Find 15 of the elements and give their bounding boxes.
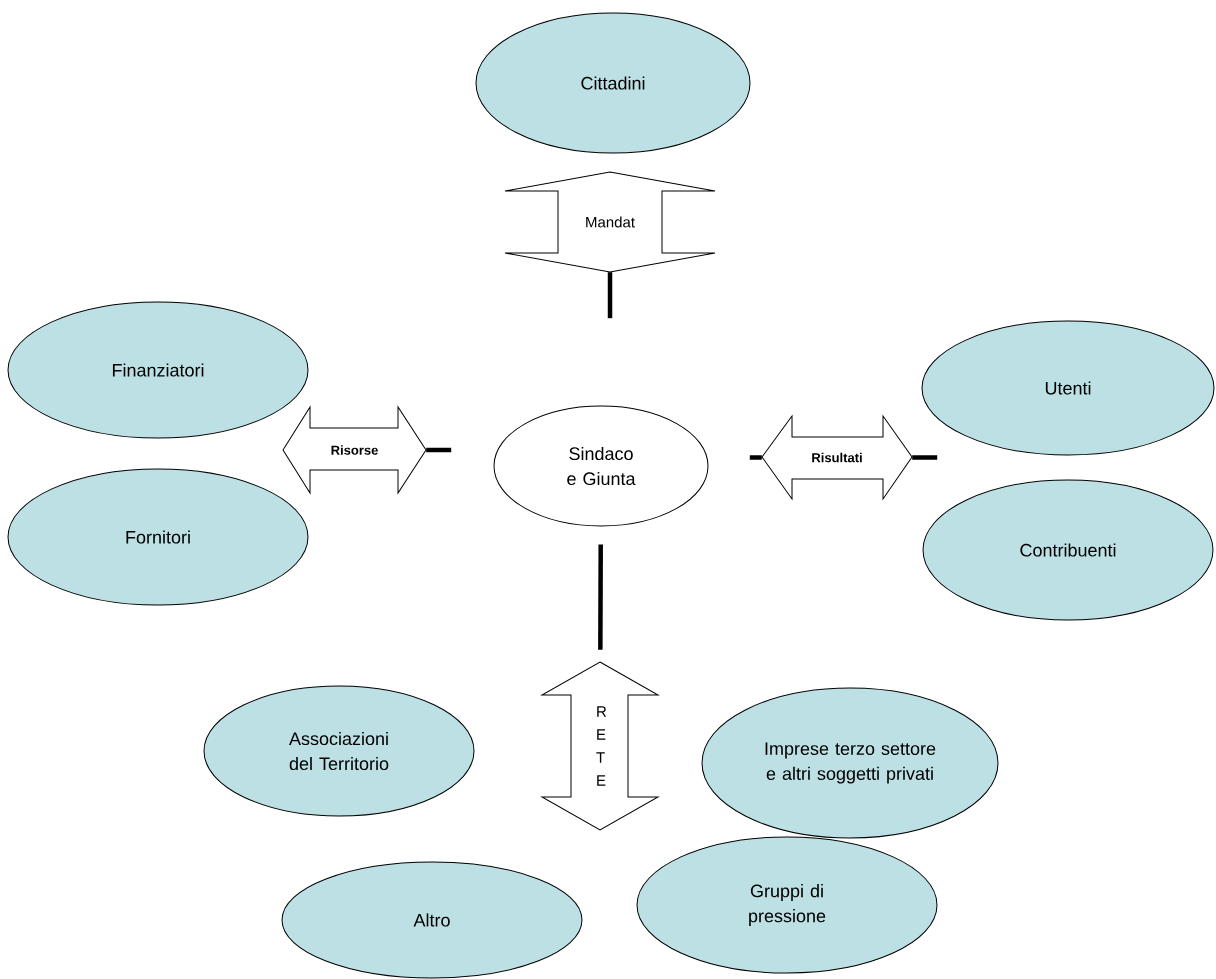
ellipse-node: Altro <box>281 861 583 979</box>
connector-line <box>749 455 762 460</box>
ellipse-node: Contribuenti <box>922 479 1214 621</box>
ellipse-node: Cittadini <box>475 12 751 154</box>
ellipse-node: Associazioni del Territorio <box>203 685 475 817</box>
ellipse-node: Fornitori <box>7 468 309 606</box>
ellipse-node: Sindaco e Giunta <box>493 405 709 527</box>
connector-line <box>598 544 603 650</box>
ellipse-node: Imprese terzo settore e altri soggetti privati <box>701 687 999 839</box>
connector-line <box>426 447 452 453</box>
ellipse-node: Finanziatori <box>7 301 309 439</box>
ellipse-node: Utenti <box>921 320 1215 456</box>
connector-line <box>607 272 613 319</box>
connector-line <box>912 455 938 460</box>
ellipse-node: Gruppi di pressione <box>636 836 938 974</box>
